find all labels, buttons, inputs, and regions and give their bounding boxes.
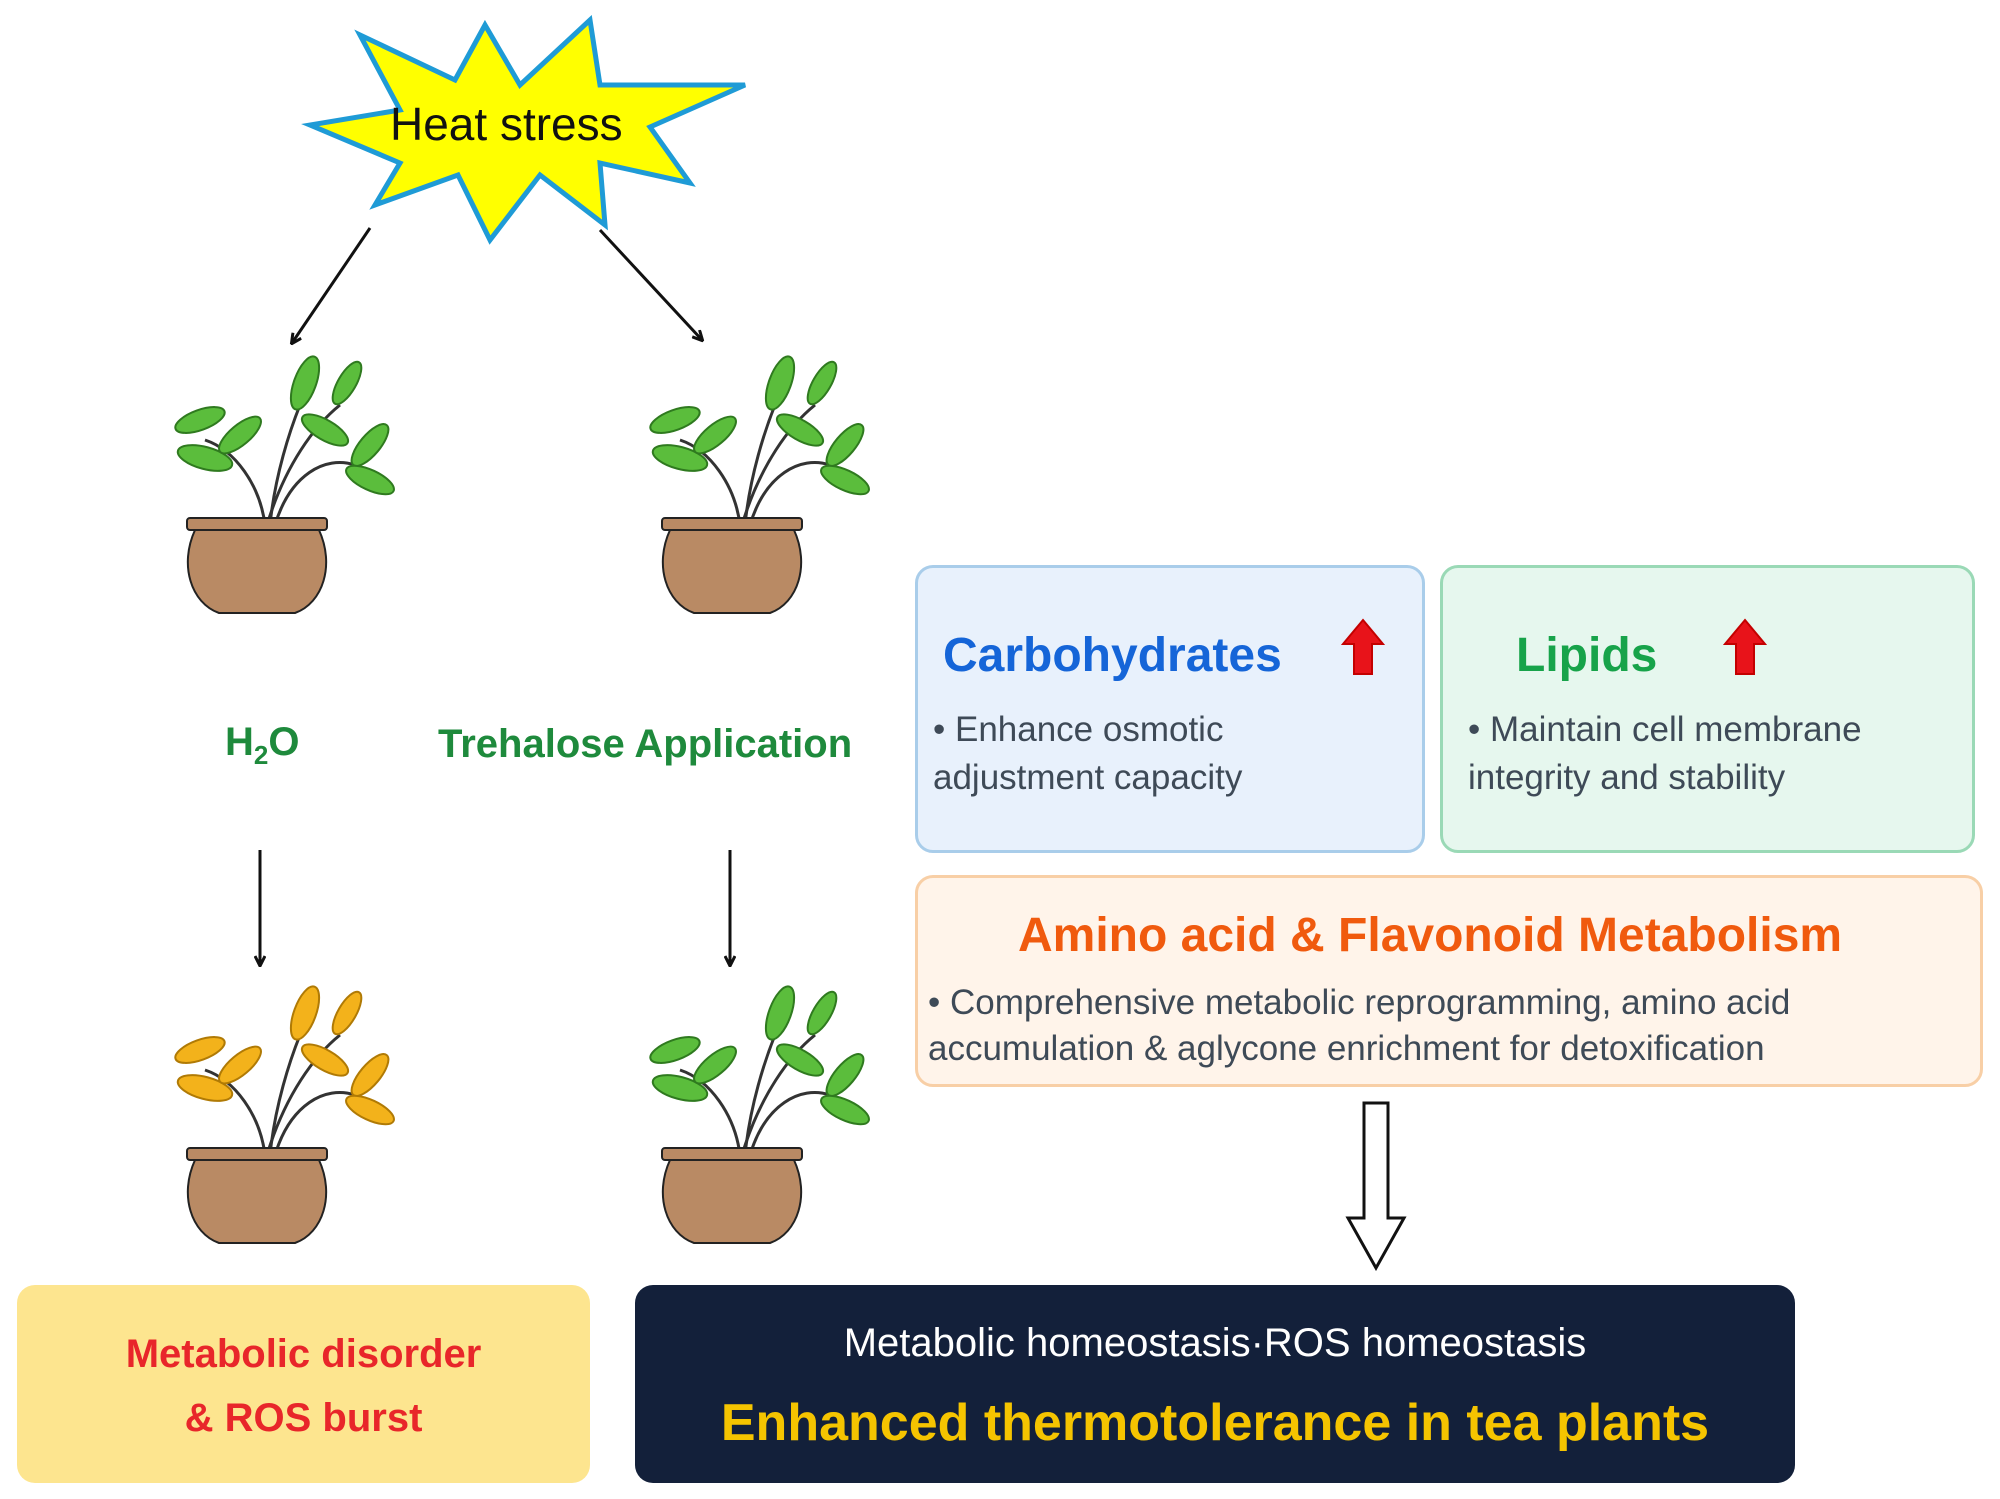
- arrow-stress-to-water: [292, 227, 372, 343]
- positive-outcome-box: Metabolic homeostasis·ROS homeostasis En…: [635, 1285, 1795, 1483]
- plant-stems: [204, 403, 356, 526]
- lipids-box: Lipids • Maintain cell membrane integrit…: [1440, 565, 1975, 853]
- negative-outcome-line2: & ROS burst: [184, 1396, 423, 1440]
- plant-pot: [661, 1147, 803, 1244]
- plant-pot: [661, 517, 803, 614]
- plant-water-after: [174, 985, 395, 1244]
- plant-trehalose-after: [649, 985, 870, 1244]
- carbohydrates-increase-arrow-icon: [1341, 618, 1385, 675]
- amino-flavonoid-box: Amino acid & Flavonoid Metabolism • Comp…: [915, 875, 1983, 1087]
- plant-leaves: [649, 355, 870, 496]
- plant-pot: [186, 1147, 328, 1244]
- negative-outcome-box: Metabolic disorder & ROS burst: [17, 1285, 590, 1483]
- positive-outcome-title: Enhanced thermotolerance in tea plants: [720, 1394, 1710, 1452]
- carbohydrates-box: Carbohydrates • Enhance osmotic adjustme…: [915, 565, 1425, 853]
- positive-outcome-subtitle: Metabolic homeostasis·ROS homeostasis: [843, 1321, 1587, 1365]
- amino-flavonoid-title: Amino acid & Flavonoid Metabolism: [1018, 909, 1843, 962]
- heat-stress-burst: Heat stress: [300, 14, 750, 250]
- plant-leaves-yellow: [174, 985, 395, 1126]
- lipids-text: • Maintain cell membrane integrity and s…: [1468, 710, 1862, 797]
- carbohydrates-text: • Enhance osmotic adjustment capacity: [933, 710, 1243, 797]
- plant-leaves: [174, 355, 395, 496]
- burst-shape: [301, 14, 747, 245]
- trehalose-treatment-label: Trehalose Application: [438, 722, 853, 766]
- plant-stems: [679, 403, 831, 526]
- carbohydrates-title: Carbohydrates: [943, 629, 1282, 682]
- heat-stress-label: Heat stress: [390, 98, 623, 150]
- negative-outcome-line1: Metabolic disorder: [125, 1332, 482, 1376]
- plant-stems: [204, 1033, 356, 1156]
- plant-stems: [679, 1033, 831, 1156]
- lipids-title: Lipids: [1516, 629, 1658, 682]
- plant-leaves: [649, 985, 870, 1126]
- arrow-stress-to-trehalose: [598, 228, 702, 340]
- plant-trehalose-before: [649, 355, 870, 614]
- lipids-increase-arrow-icon: [1723, 618, 1767, 675]
- plant-pot: [186, 517, 328, 614]
- hollow-arrow-to-outcome: [1345, 1101, 1407, 1272]
- amino-flavonoid-text: • Comprehensive metabolic reprogramming,…: [928, 983, 1791, 1068]
- plant-water-before: [174, 355, 395, 614]
- water-treatment-label: H2O: [225, 720, 300, 770]
